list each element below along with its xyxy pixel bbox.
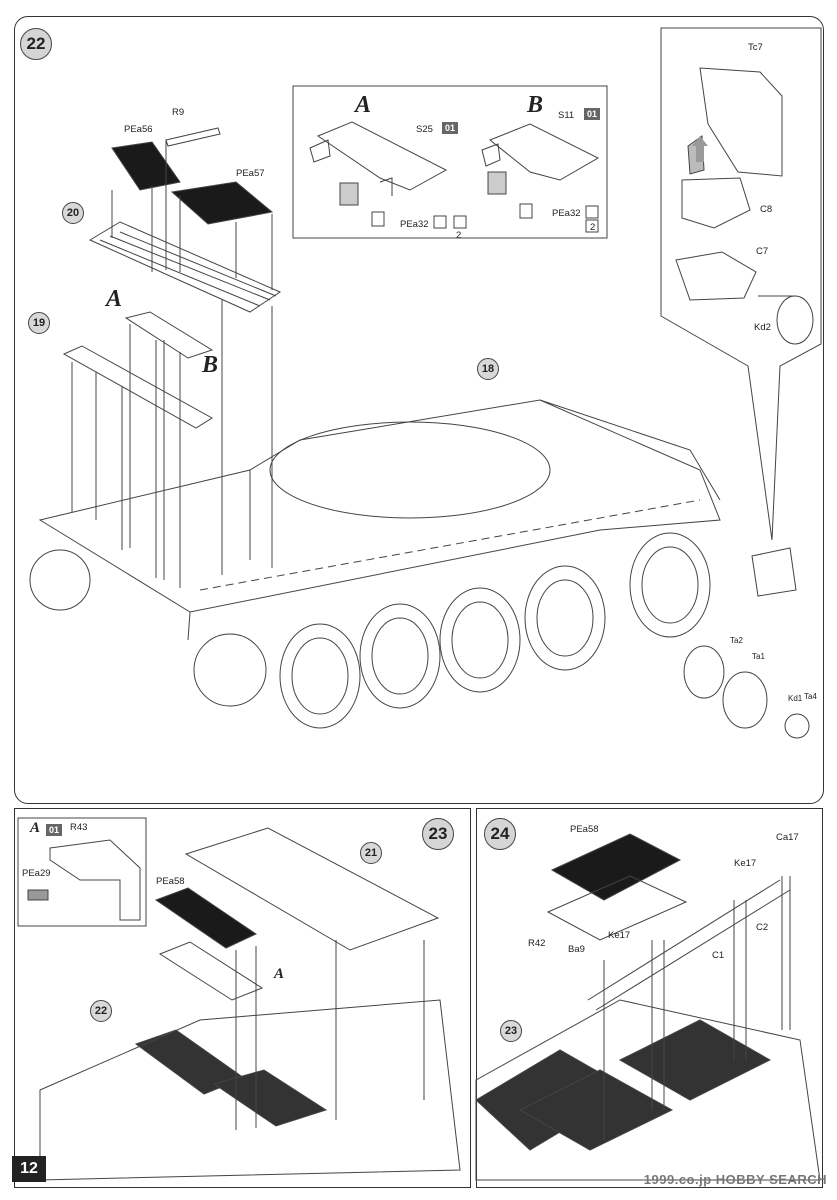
label-ta4: Ta4 — [804, 692, 817, 701]
subassembly-ref-22: 22 — [90, 1000, 112, 1022]
badge-01-a: 01 — [442, 122, 459, 134]
hub-c8-part — [699, 67, 783, 177]
subassembly-ref-20: 20 — [62, 202, 84, 224]
label-c7: C7 — [756, 246, 769, 257]
label-ta2: Ta2 — [730, 636, 743, 645]
subassembly-ref-19: 19 — [28, 312, 50, 334]
step23-detail-letter: A — [30, 820, 41, 836]
label-c2: C2 — [756, 922, 769, 933]
count-a: 2 — [456, 230, 462, 241]
variant-a-part — [316, 121, 448, 191]
label-r43: R43 — [70, 822, 88, 833]
variant-box-frame — [292, 85, 608, 239]
label-c8: C8 — [760, 204, 773, 215]
label-pea58-23: PEa58 — [156, 876, 185, 887]
watermark: 1999.co.jp HOBBY SEARCH — [643, 1172, 827, 1187]
label-pea57: PEa57 — [236, 168, 265, 179]
step-24-number: 24 — [484, 818, 516, 850]
drive-sprocket — [193, 633, 267, 707]
page-number: 12 — [12, 1156, 46, 1182]
pea57-mesh — [170, 181, 274, 225]
step23-marker-a: A — [274, 966, 285, 982]
badge-01-b: 01 — [584, 108, 601, 120]
hull-body — [38, 399, 721, 613]
pea56-mesh — [111, 141, 181, 191]
label-pea32-b: PEa32 — [552, 208, 581, 219]
step-23-panel — [14, 808, 471, 1188]
label-pea58-24: PEa58 — [570, 824, 599, 835]
label-c1: C1 — [712, 950, 725, 961]
label-s11: S11 — [558, 110, 575, 121]
label-ba9: Ba9 — [568, 944, 585, 955]
label-pea32-a: PEa32 — [400, 219, 429, 230]
hull-turret-ring — [269, 421, 551, 519]
gray-arrow-icon — [692, 136, 708, 162]
step23-plate-21 — [184, 827, 440, 951]
variant-a-marker: A — [106, 286, 123, 312]
label-pea29: PEa29 — [22, 868, 51, 879]
step-22-number: 22 — [20, 28, 52, 60]
step-23-number: 23 — [422, 818, 454, 850]
label-r42: R42 — [528, 938, 546, 949]
variant-b-marker: B — [202, 352, 219, 378]
label-pea56: PEa56 — [124, 124, 153, 135]
label-ke17-b: Ke17 — [608, 930, 631, 941]
label-s25: S25 — [416, 124, 433, 135]
label-r9: R9 — [172, 107, 185, 118]
part-19-rail — [62, 345, 213, 429]
road-wheels — [279, 532, 711, 729]
label-ca17: Ca17 — [776, 832, 799, 843]
label-ta1: Ta1 — [752, 652, 765, 661]
count-b: 2 — [590, 222, 596, 233]
subassembly-ref-18: 18 — [477, 358, 499, 380]
wheel-callout-frame — [660, 27, 822, 541]
subassembly-ref-23: 23 — [500, 1020, 522, 1042]
variant-b-part — [489, 123, 600, 181]
step23-detail-badge: 01 — [46, 824, 63, 836]
label-kd1: Kd1 — [788, 694, 803, 703]
engine-deck-plate — [88, 221, 282, 313]
variant-b-heading: B — [527, 92, 544, 118]
label-kd2: Kd2 — [754, 322, 771, 333]
label-tc7: Tc7 — [748, 42, 763, 53]
variant-a-heading: A — [355, 92, 372, 118]
label-ke17-a: Ke17 — [734, 858, 757, 869]
subassembly-ref-21: 21 — [360, 842, 382, 864]
